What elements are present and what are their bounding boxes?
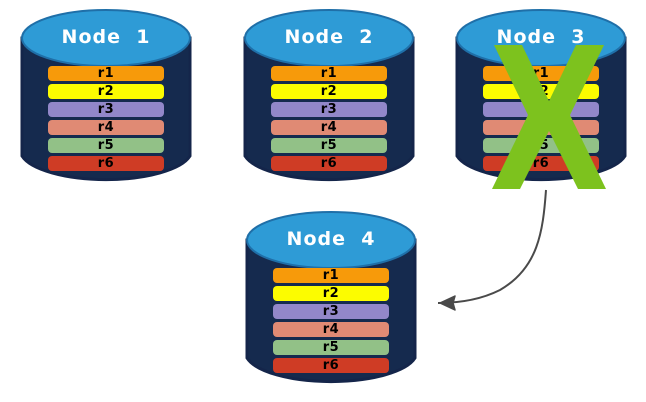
record-label: r2 bbox=[320, 84, 338, 99]
record-row[interactable]: r1 bbox=[48, 66, 164, 81]
record-row[interactable]: r5 bbox=[273, 340, 389, 355]
node-cylinder-2[interactable]: Node 2 r1 r2 r3 r4 r5 r6 bbox=[243, 8, 415, 186]
record-label: r4 bbox=[532, 120, 550, 135]
record-row[interactable]: r6 bbox=[271, 156, 387, 171]
record-row[interactable]: r4 bbox=[48, 120, 164, 135]
record-list-4: r1 r2 r3 r4 r5 r6 bbox=[245, 268, 417, 373]
record-label: r3 bbox=[532, 102, 550, 117]
record-label: r6 bbox=[532, 156, 550, 171]
record-row[interactable]: r2 bbox=[48, 84, 164, 99]
record-label: r5 bbox=[97, 138, 115, 153]
record-row[interactable]: r3 bbox=[483, 102, 599, 117]
record-label: r2 bbox=[532, 84, 550, 99]
record-label: r3 bbox=[322, 304, 340, 319]
record-list-2: r1 r2 r3 r4 r5 r6 bbox=[243, 66, 415, 171]
record-list-3: r1 r2 r3 r4 r5 r6 bbox=[455, 66, 627, 171]
record-label: r1 bbox=[320, 66, 338, 81]
record-row[interactable]: r4 bbox=[483, 120, 599, 135]
record-row[interactable]: r1 bbox=[483, 66, 599, 81]
record-label: r1 bbox=[532, 66, 550, 81]
record-row[interactable]: r2 bbox=[273, 286, 389, 301]
record-row[interactable]: r5 bbox=[483, 138, 599, 153]
record-row[interactable]: r6 bbox=[273, 358, 389, 373]
arrowhead-icon bbox=[439, 295, 456, 311]
record-label: r6 bbox=[322, 358, 340, 373]
record-row[interactable]: r6 bbox=[483, 156, 599, 171]
record-row[interactable]: r6 bbox=[48, 156, 164, 171]
record-row[interactable]: r2 bbox=[483, 84, 599, 99]
record-label: r5 bbox=[320, 138, 338, 153]
record-label: r4 bbox=[97, 120, 115, 135]
record-label: r6 bbox=[320, 156, 338, 171]
record-label: r2 bbox=[322, 286, 340, 301]
record-row[interactable]: r1 bbox=[271, 66, 387, 81]
record-label: r5 bbox=[322, 340, 340, 355]
node-cylinder-3[interactable]: Node 3 r1 r2 r3 r4 r5 r6 bbox=[455, 8, 627, 189]
record-list-1: r1 r2 r3 r4 r5 r6 bbox=[20, 66, 192, 171]
record-label: r3 bbox=[320, 102, 338, 117]
record-label: r1 bbox=[322, 268, 340, 283]
record-row[interactable]: r5 bbox=[271, 138, 387, 153]
record-row[interactable]: r4 bbox=[273, 322, 389, 337]
record-row[interactable]: r3 bbox=[48, 102, 164, 117]
record-row[interactable]: r2 bbox=[271, 84, 387, 99]
record-label: r5 bbox=[532, 138, 550, 153]
record-row[interactable]: r1 bbox=[273, 268, 389, 283]
record-row[interactable]: r4 bbox=[271, 120, 387, 135]
record-label: r6 bbox=[97, 156, 115, 171]
node-cylinder-1[interactable]: Node 1 r1 r2 r3 r4 r5 r6 bbox=[20, 8, 192, 186]
record-label: r4 bbox=[320, 120, 338, 135]
record-label: r4 bbox=[322, 322, 340, 337]
record-row[interactable]: r5 bbox=[48, 138, 164, 153]
node-cylinder-4[interactable]: Node 4 r1 r2 r3 r4 r5 r6 bbox=[245, 210, 417, 388]
arrow-node3-to-node4 bbox=[437, 189, 547, 311]
record-row[interactable]: r3 bbox=[271, 102, 387, 117]
record-row[interactable]: r3 bbox=[273, 304, 389, 319]
record-label: r1 bbox=[97, 66, 115, 81]
record-label: r3 bbox=[97, 102, 115, 117]
record-label: r2 bbox=[97, 84, 115, 99]
